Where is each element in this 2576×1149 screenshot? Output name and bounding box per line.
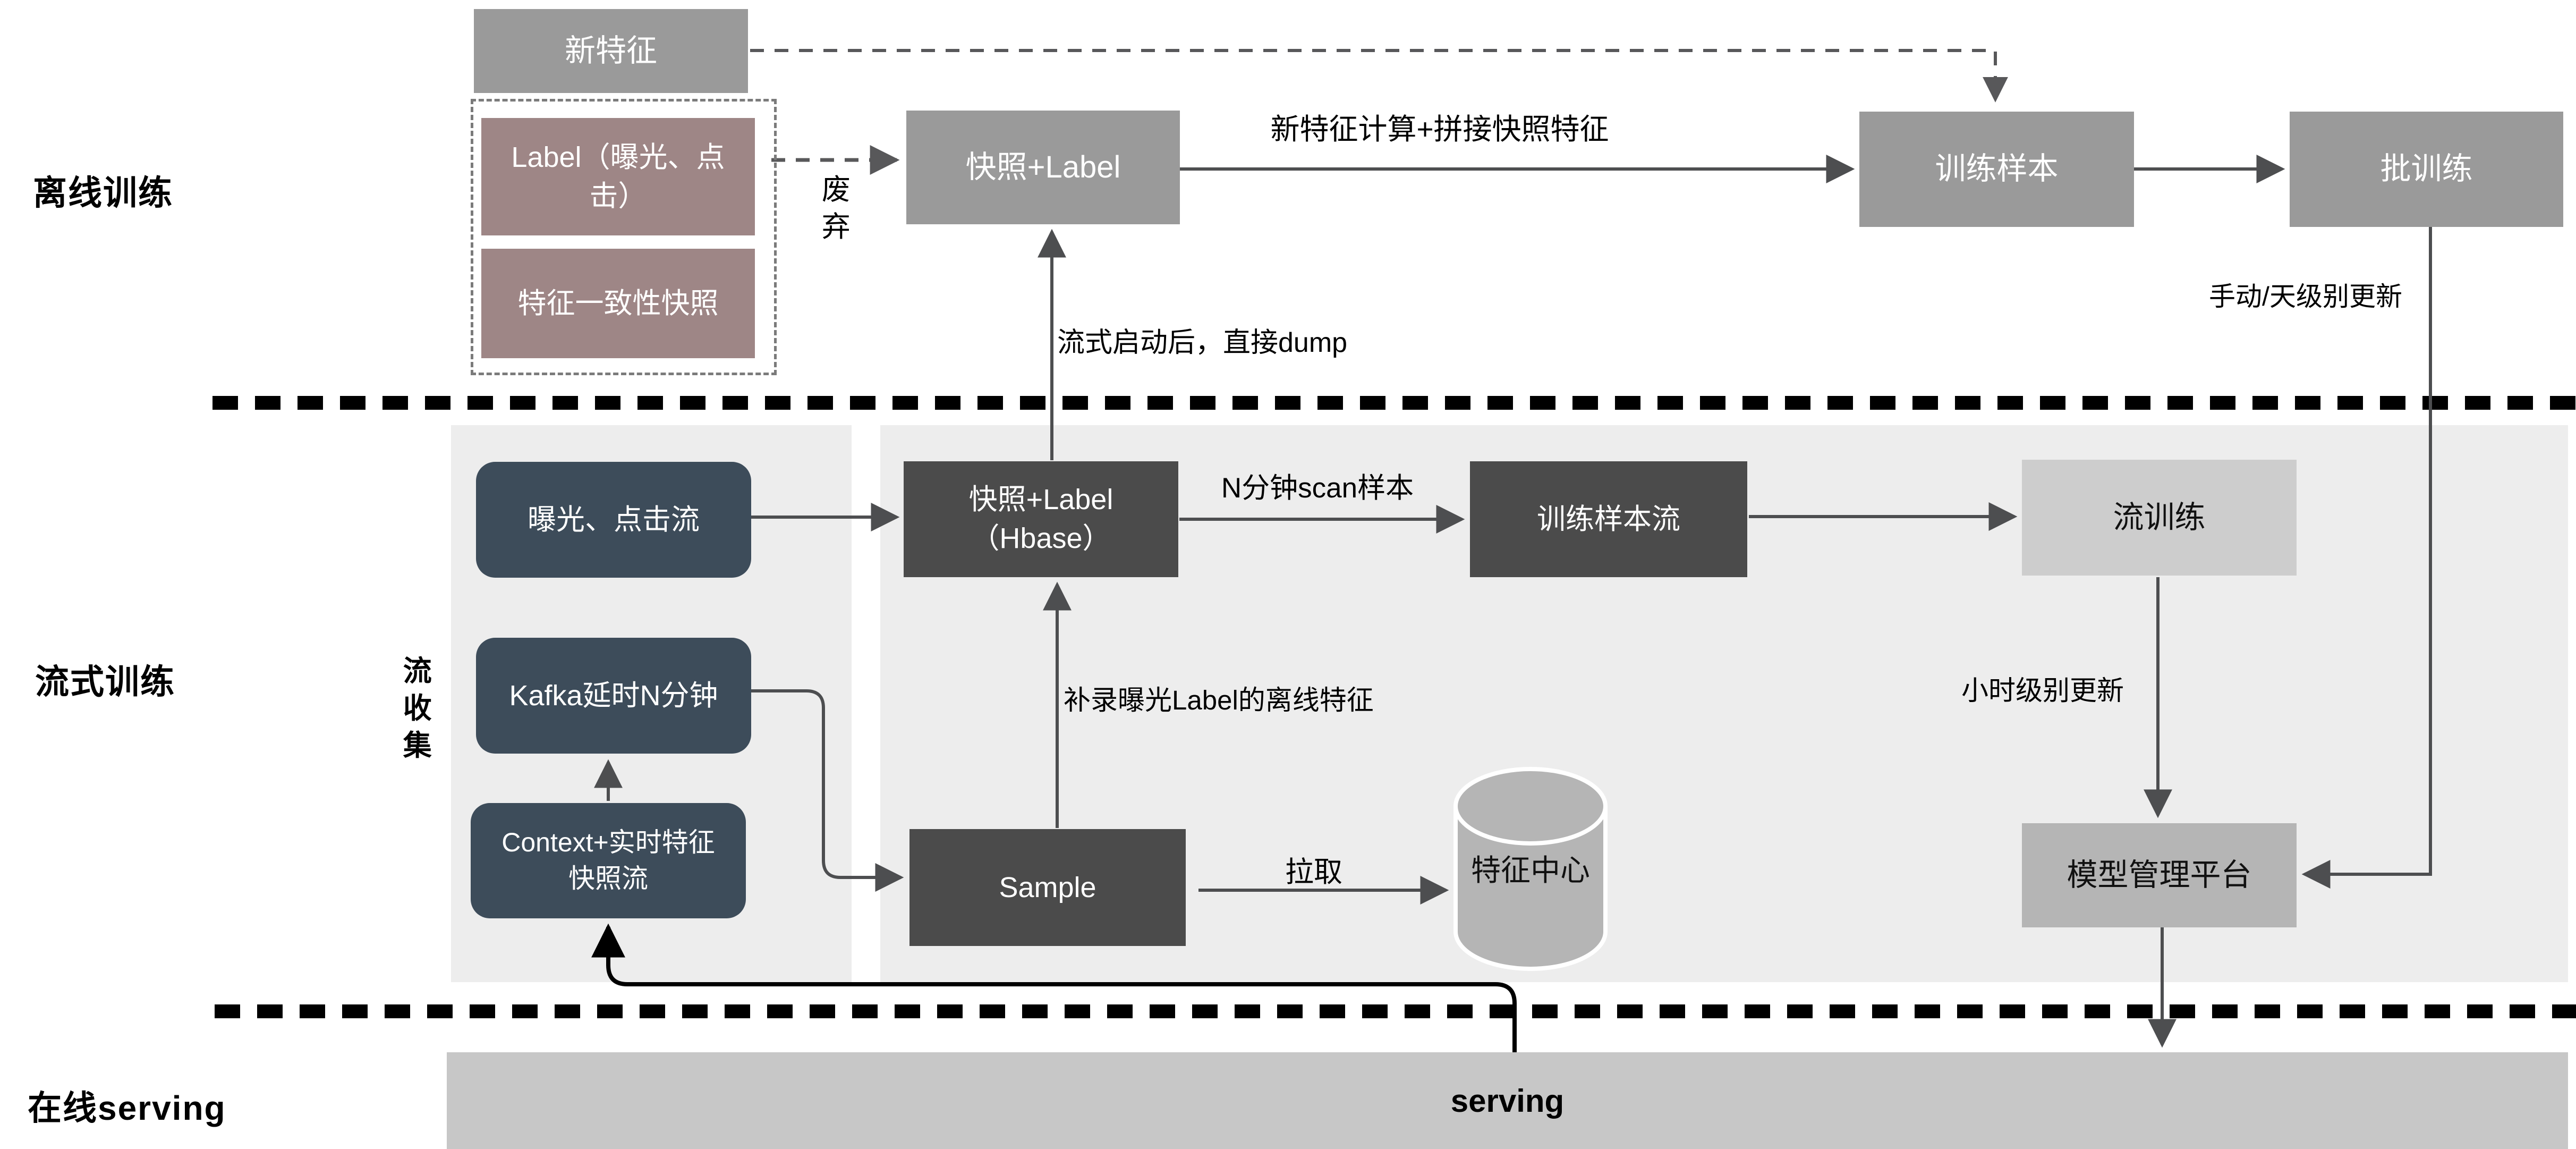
node-context-realtime-snapshot-stream: Context+实时特征 快照流	[471, 803, 746, 918]
edge-new-feature-to-training-samples	[750, 49, 2008, 103]
node-feature-consistency-snapshot: 特征一致性快照	[481, 249, 755, 358]
node-new-feature: 新特征	[474, 9, 748, 93]
node-batch-training: 批训练	[2290, 112, 2563, 227]
node-training-samples: 训练样本	[1859, 112, 2134, 227]
node-feature-center: 特征中心	[1453, 767, 1608, 971]
edge-label-hourly-update: 小时级别更新	[1961, 675, 2124, 706]
edge-label-manual-daily-update: 手动/天级别更新	[2209, 282, 2402, 311]
node-serving: serving	[447, 1052, 2568, 1149]
database-cylinder-icon	[1453, 767, 1608, 971]
streaming-section-label: 流式训练	[35, 663, 175, 701]
edge-label-backfill-offline-features: 补录曝光Label的离线特征	[1064, 685, 1374, 715]
edge-label-dump-after-stream-start: 流式启动后，直接dump	[1057, 327, 1348, 358]
edge-label-n-min-scan-sample: N分钟scan样本	[1221, 472, 1414, 504]
edge-label-pull: 拉取	[1285, 856, 1342, 888]
node-training-sample-stream: 训练样本流	[1470, 461, 1747, 577]
edge-kafka-to-sample	[738, 689, 904, 892]
offline-section-label: 离线训练	[33, 174, 173, 212]
node-label-exposure-click: Label（曝光、点 击）	[481, 118, 755, 235]
stream-collect-label: 流收集	[403, 655, 432, 762]
edge-label-discard: 废弃	[821, 174, 851, 243]
node-exposure-click-stream: 曝光、点击流	[476, 462, 751, 578]
node-stream-training: 流训练	[2022, 460, 2297, 576]
node-model-management-platform: 模型管理平台	[2022, 823, 2297, 927]
node-sample: Sample	[909, 829, 1186, 946]
node-kafka-delay: Kafka延时N分钟	[476, 638, 751, 754]
offline-snapshot-group	[471, 99, 777, 375]
edge-serving-to-context-stream	[591, 923, 1517, 1052]
edge-label-new-feature-concat: 新特征计算+拼接快照特征	[1270, 113, 1609, 146]
node-snapshot-label: 快照+Label	[906, 111, 1180, 224]
feature-center-label: 特征中心	[1471, 854, 1590, 887]
node-snapshot-label-hbase: 快照+Label （Hbase）	[904, 461, 1178, 577]
online-section-label: 在线serving	[28, 1089, 226, 1127]
edge-batch-training-to-platform	[2301, 227, 2432, 889]
